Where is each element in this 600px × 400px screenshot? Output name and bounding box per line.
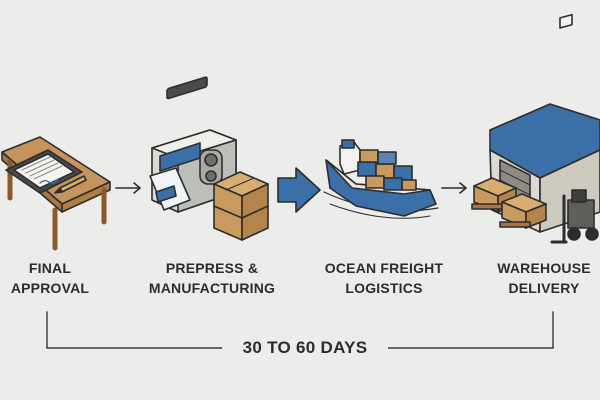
desk-with-document-illustration	[1, 136, 111, 251]
step-label-line: FINAL	[28, 260, 72, 276]
arrow-icon	[441, 182, 467, 194]
step-label-warehouse-delivery: WAREHOUSE DELIVERY	[488, 258, 600, 298]
step-label-line: APPROVAL	[10, 280, 90, 296]
container-ship-illustration	[323, 139, 439, 219]
forklift-illustration	[550, 189, 599, 244]
step-label-line: OCEAN FREIGHT	[324, 260, 444, 276]
signed-document	[13, 153, 75, 189]
timeline-duration-label: 30 TO 60 DAYS	[222, 336, 388, 360]
pallets-illustration	[471, 177, 547, 229]
step-label-line: WAREHOUSE	[497, 260, 591, 276]
step-label-ocean-freight: OCEAN FREIGHT LOGISTICS	[314, 258, 454, 298]
step-label-final-approval: FINAL APPROVAL	[0, 258, 100, 298]
pen-icon	[54, 175, 87, 194]
step-label-prepress-manufacturing: PREPRESS & MANUFACTURING	[140, 258, 284, 298]
step-label-line: MANUFACTURING	[148, 280, 276, 296]
blue-arrow-icon	[277, 167, 321, 213]
step-label-line: PREPRESS &	[165, 260, 259, 276]
step-label-line: LOGISTICS	[345, 280, 423, 296]
cardboard-boxes-illustration	[213, 171, 269, 241]
step-label-line: DELIVERY	[508, 280, 580, 296]
arrow-icon	[115, 182, 141, 194]
